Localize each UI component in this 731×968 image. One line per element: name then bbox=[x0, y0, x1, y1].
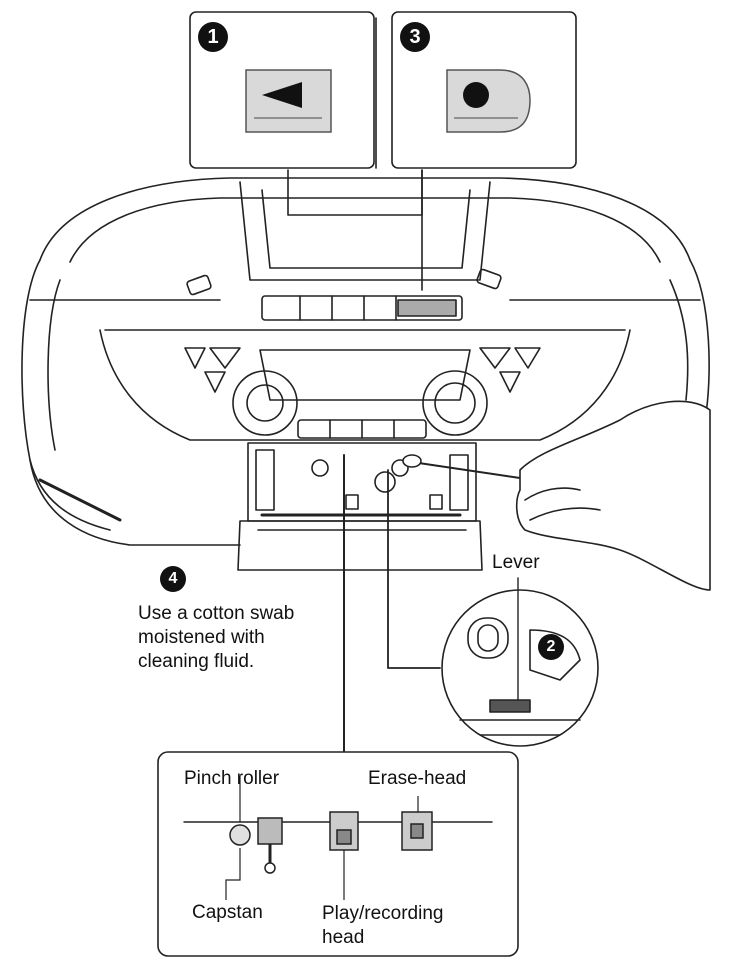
step-3-marker: 3 bbox=[400, 22, 430, 52]
head-components bbox=[225, 776, 433, 900]
step-2-marker: 2 bbox=[538, 634, 564, 660]
cassette-door bbox=[237, 520, 483, 571]
pinch-roller-shape bbox=[229, 824, 251, 846]
cd-lid bbox=[239, 181, 491, 281]
cd-lid-inner bbox=[261, 189, 471, 269]
capstan-label: Capstan bbox=[192, 902, 263, 923]
button-row bbox=[261, 295, 463, 321]
swab-tip bbox=[402, 454, 422, 468]
right-speaker-inner bbox=[669, 279, 689, 401]
lever-pointer-line bbox=[387, 469, 441, 669]
cotton-swab bbox=[411, 461, 521, 479]
lid-pointer-step1 bbox=[287, 169, 423, 216]
step-4-marker: 4 bbox=[160, 566, 186, 592]
step3-button-icon bbox=[446, 69, 531, 133]
capstan-shape bbox=[257, 817, 283, 845]
body-top-outline bbox=[39, 177, 691, 261]
step-1-marker: 1 bbox=[198, 22, 228, 52]
lever-arm bbox=[489, 699, 531, 713]
body-top-inner bbox=[69, 197, 661, 263]
erase-head-mini bbox=[391, 459, 409, 477]
head-detail-box bbox=[157, 751, 519, 957]
right-speaker-outline bbox=[689, 259, 710, 421]
instruction-line-1: Use a cotton swab bbox=[138, 603, 295, 624]
erase-head-shape bbox=[401, 811, 433, 851]
pinch-roller-mini bbox=[374, 471, 396, 493]
display-window bbox=[259, 349, 471, 401]
front-panel-outline bbox=[99, 329, 631, 441]
record-dot-icon bbox=[463, 82, 489, 108]
instruction-line-3: cleaning fluid. bbox=[138, 651, 255, 672]
lever-detail-circle bbox=[441, 589, 599, 747]
instruction-line-2: moistened with bbox=[138, 627, 265, 648]
left-speaker-outline bbox=[21, 259, 111, 531]
lever-label: Lever bbox=[492, 552, 540, 573]
step1-button-icon bbox=[245, 69, 332, 133]
play-recording-head-label: Play/recording head bbox=[322, 902, 443, 950]
record-button-hatched bbox=[397, 299, 457, 317]
play-recording-head-line-1: Play/recording bbox=[322, 903, 444, 924]
pinch-roller-label: Pinch roller bbox=[184, 768, 280, 789]
left-speaker-inner bbox=[47, 279, 61, 451]
instruction-text: Use a cotton swab moistened with cleanin… bbox=[138, 602, 294, 674]
left-knob bbox=[232, 370, 298, 436]
erase-head-label: Erase-head bbox=[368, 768, 467, 789]
play-recording-head-line-2: head bbox=[322, 927, 365, 948]
right-knob bbox=[422, 370, 488, 436]
stop-eject-triangle-icon bbox=[262, 82, 302, 108]
capstan-mini bbox=[311, 459, 329, 477]
hand bbox=[515, 400, 711, 591]
